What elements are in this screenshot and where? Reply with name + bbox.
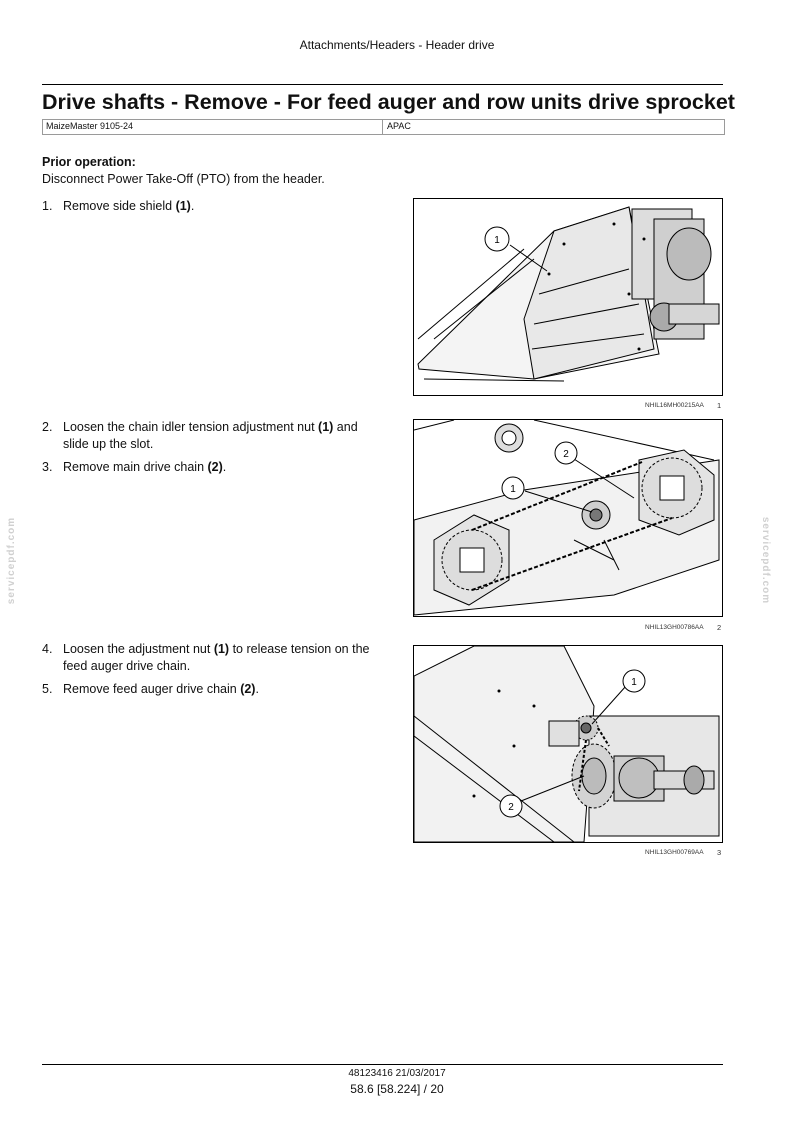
- model-info-bar: MaizeMaster 9105-24 APAC: [42, 119, 725, 135]
- figure-3-feed-auger-chain: 1 2: [413, 645, 723, 843]
- callout-circle: [499, 794, 523, 818]
- page-title: Drive shafts - Remove - For feed auger a…: [42, 90, 735, 114]
- step-number: 4.: [42, 642, 53, 656]
- step-text: Remove side shield (1).: [63, 199, 195, 213]
- bottom-rule: [42, 1064, 723, 1065]
- leader-line: [591, 685, 627, 725]
- section-header: Attachments/Headers - Header drive: [299, 38, 495, 52]
- leader-line: [520, 775, 585, 802]
- step-number: 1.: [42, 199, 53, 213]
- callout-label: 1: [631, 677, 637, 688]
- callout-circle: [554, 441, 578, 465]
- figure-2-code: NHIL13GH00786AA: [645, 624, 704, 631]
- callout-label: 1: [510, 484, 516, 495]
- prior-operation-text: Disconnect Power Take-Off (PTO) from the…: [42, 172, 325, 186]
- model-name: MaizeMaster 9105-24: [46, 121, 134, 131]
- meta-divider: [382, 120, 383, 134]
- figure-3-number: 3: [717, 848, 722, 857]
- watermark-right: servicepdf.com: [760, 516, 772, 605]
- callout-label: 1: [494, 235, 500, 246]
- side-shield-illustration: 1: [417, 206, 720, 382]
- top-rule: [42, 84, 723, 85]
- step-number: 3.: [42, 460, 53, 474]
- step-number: 5.: [42, 682, 53, 696]
- region-name: APAC: [387, 121, 411, 131]
- figure-2-number: 2: [717, 623, 722, 632]
- prior-operation-heading: Prior operation:: [42, 155, 136, 169]
- figure-1-side-shield: 1: [413, 198, 723, 396]
- callout-circle: [501, 476, 525, 500]
- document-reference: 48123416 21/03/2017: [348, 1068, 446, 1079]
- callout-label: 2: [508, 802, 514, 813]
- callout-circle: [484, 226, 510, 252]
- leader-line: [509, 244, 548, 272]
- step-text: Remove main drive chain (2).: [63, 460, 227, 474]
- leader-line: [573, 458, 635, 499]
- callout-label: 2: [563, 449, 569, 460]
- callout-circle: [622, 669, 646, 693]
- feed-auger-chain-illustration: 1 2: [414, 646, 720, 842]
- watermark-left: servicepdf.com: [6, 516, 18, 605]
- figure-1-number: 1: [717, 401, 722, 410]
- figure-3-code: NHIL13GH00769AA: [645, 849, 704, 856]
- step-text: Loosen the adjustment nut (1) to release…: [63, 642, 370, 673]
- figure-2-main-drive-chain: 2 1: [413, 419, 723, 617]
- page-number: 58.6 [58.224] / 20: [350, 1082, 444, 1096]
- leader-line: [524, 490, 593, 513]
- step-text: Loosen the chain idler tension adjustmen…: [63, 420, 358, 451]
- figure-1-code: NHIL16MH00215AA: [645, 402, 704, 409]
- step-text: Remove feed auger drive chain (2).: [63, 682, 259, 696]
- main-drive-chain-illustration: 2 1: [414, 420, 720, 616]
- step-number: 2.: [42, 420, 53, 434]
